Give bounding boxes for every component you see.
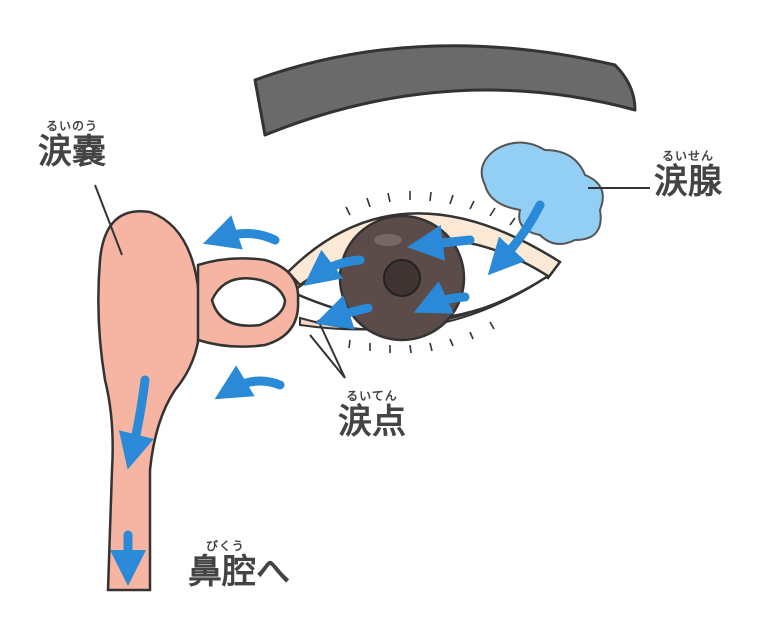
lacrimal-sac bbox=[97, 209, 202, 592]
punctum-lines bbox=[309, 319, 346, 379]
furigana: びくう bbox=[206, 539, 245, 553]
label-text: 涙腺 bbox=[654, 162, 722, 202]
label-lacrimal-punctum: るいてん 涙点 bbox=[338, 390, 406, 439]
leader-line-sac bbox=[94, 184, 123, 256]
arrow-iris-2 bbox=[413, 281, 470, 314]
iris bbox=[338, 214, 466, 342]
furigana: るいのう bbox=[45, 119, 98, 133]
lacrimal-gland bbox=[480, 141, 604, 245]
arrow-iris-1 bbox=[407, 224, 475, 261]
arrow-iris-4 bbox=[314, 295, 373, 330]
tear-flow-arrows bbox=[110, 200, 545, 586]
arrow-lower-loop bbox=[214, 365, 285, 400]
label-lacrimal-gland: るいせん 涙腺 bbox=[654, 150, 722, 199]
eyebrow bbox=[253, 44, 637, 137]
arrow-iris-3 bbox=[303, 249, 365, 286]
label-lacrimal-sac: るいのう 涙嚢 bbox=[38, 120, 106, 169]
furigana: るいてん bbox=[346, 389, 398, 403]
canaliculi bbox=[196, 257, 300, 348]
arrow-sac bbox=[118, 375, 154, 470]
arrow-gland bbox=[487, 200, 545, 276]
label-nasal-cavity: びくう 鼻腔へ bbox=[188, 540, 290, 589]
furigana: るいせん bbox=[661, 149, 714, 163]
arrow-upper-loop bbox=[202, 215, 280, 250]
label-text: 涙嚢 bbox=[38, 132, 106, 172]
eyelashes bbox=[345, 191, 516, 354]
label-text: 涙点 bbox=[338, 402, 406, 442]
label-text: 鼻腔へ bbox=[188, 552, 290, 592]
